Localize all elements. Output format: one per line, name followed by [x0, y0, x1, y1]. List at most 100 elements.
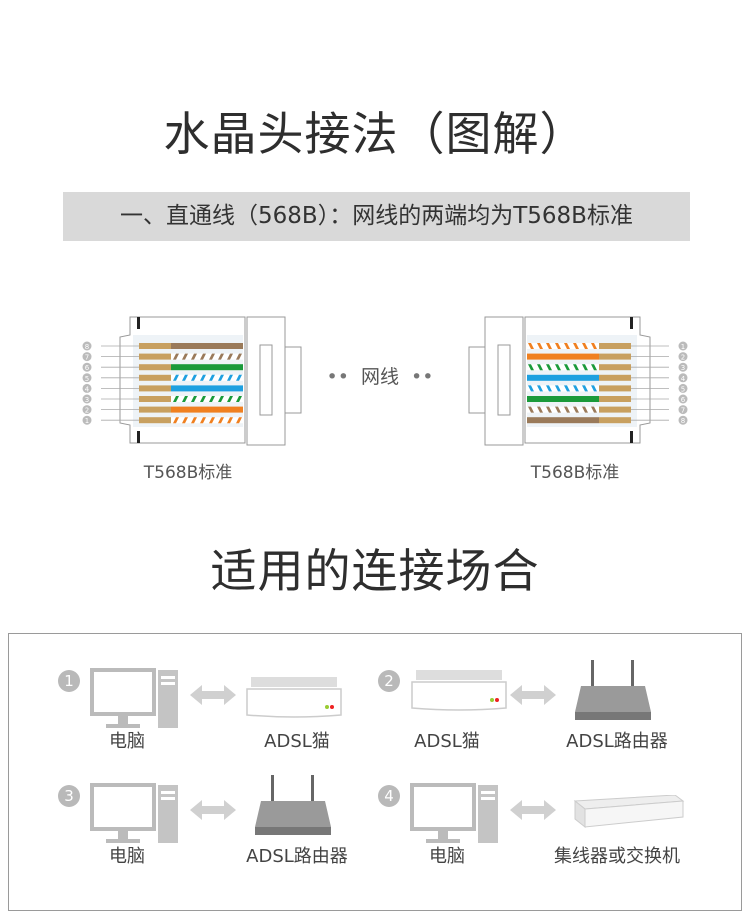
wire-stripe	[173, 353, 179, 360]
pin-number-badge	[678, 405, 688, 415]
wire-7	[527, 406, 599, 413]
wire-3	[527, 364, 599, 371]
wire-stripe	[564, 385, 570, 392]
wire-stripe	[236, 353, 242, 360]
wire-stripe	[182, 374, 188, 381]
device-label-right: 集线器或交换机	[554, 846, 680, 867]
wire-5	[171, 374, 243, 381]
page-title: 水晶头接法（图解）	[163, 107, 587, 161]
wire-stripe	[191, 374, 197, 381]
section-title: 适用的连接场合	[210, 544, 540, 598]
wire-stripe	[173, 374, 179, 381]
wire-8	[527, 417, 599, 424]
wire-4	[527, 374, 599, 381]
right-standard-caption: T568B标准	[530, 463, 620, 483]
pin-number: 1	[681, 343, 685, 351]
pin-number: 8	[681, 417, 685, 425]
wire-stripe	[546, 364, 552, 371]
pin-contact	[599, 343, 631, 349]
wire-stripe	[209, 396, 215, 402]
wire-stripe	[528, 406, 534, 413]
device-label-left: 电脑	[109, 731, 145, 752]
wire-4	[171, 385, 243, 392]
wire-stripe	[582, 364, 588, 371]
pin-number: 3	[681, 364, 685, 372]
pin-contact	[599, 353, 631, 360]
wire-stripe	[200, 374, 206, 381]
pin-contact	[139, 417, 171, 424]
pin-number-badge	[678, 415, 688, 425]
wire-stripe	[191, 417, 197, 424]
router-icon	[255, 775, 331, 835]
wire-stripe	[537, 406, 543, 413]
scenario-number: 2	[378, 670, 400, 692]
pin-contact	[599, 374, 631, 381]
wire-stripe	[200, 396, 206, 402]
device-label-left: 电脑	[429, 846, 465, 867]
pin-number-badge	[678, 352, 688, 362]
wire-stripe	[182, 417, 188, 424]
wire-stripe	[182, 396, 188, 402]
pin-number: 7	[681, 407, 685, 415]
wire-stripe	[546, 385, 552, 392]
pin-contact	[599, 417, 631, 424]
pin-number-badge	[82, 394, 92, 404]
pin-number: 5	[681, 385, 685, 393]
wire-stripe	[555, 343, 561, 349]
wire-stripe	[546, 343, 552, 349]
router-icon	[575, 660, 651, 720]
wire-stripe	[573, 343, 579, 349]
wire-stripe	[227, 396, 233, 402]
pin-contact	[139, 364, 171, 371]
wire-stripe	[209, 353, 215, 360]
pin-contact	[599, 385, 631, 392]
wire-stripe	[537, 385, 543, 392]
wire-stripe	[582, 385, 588, 392]
wire-stripe	[573, 406, 579, 413]
wire-stripe	[564, 343, 570, 349]
wire-stripe	[582, 343, 588, 349]
wire-stripe	[209, 417, 215, 424]
pin-number-badge	[82, 362, 92, 372]
dots-right: ••	[411, 366, 434, 388]
dots-left: ••	[326, 366, 349, 388]
wire-stripe	[528, 364, 534, 371]
wire-3	[171, 396, 243, 402]
wire-stripe	[218, 396, 224, 402]
wire-stripe	[236, 374, 242, 381]
pin-contact	[139, 406, 171, 413]
left-standard-caption: T568B标准	[143, 463, 233, 483]
subtitle-bar: 一、直通线（568B）：网线的两端均为T568B标准	[63, 192, 690, 241]
bidirectional-arrow-icon	[190, 800, 236, 820]
scenario-number: 1	[58, 670, 80, 692]
device-label-left: ADSL猫	[414, 731, 480, 752]
wire-stripe	[537, 364, 543, 371]
wire-stripe	[555, 406, 561, 413]
wire-stripe	[173, 417, 179, 424]
wire-stripe	[546, 406, 552, 413]
pin-number: 3	[85, 396, 89, 404]
pin-number-badge	[678, 373, 688, 383]
wire-stripe	[236, 417, 242, 424]
pin-number: 6	[681, 396, 686, 404]
pin-number: 1	[85, 417, 89, 425]
pin-contact	[599, 364, 631, 371]
device-label-right: ADSL路由器	[246, 846, 348, 867]
device-label-right: ADSL路由器	[566, 731, 668, 752]
pin-number-badge	[82, 341, 92, 351]
pin-number: 6	[85, 364, 90, 372]
wire-stripe	[182, 353, 188, 360]
wire-stripe	[582, 406, 588, 413]
pin-number: 4	[85, 385, 90, 393]
wire-2	[171, 406, 243, 413]
bidirectional-arrow-icon	[190, 685, 236, 705]
pin-contact	[139, 353, 171, 360]
wire-6	[527, 396, 599, 402]
wire-stripe	[236, 396, 242, 402]
pin-number-badge	[678, 362, 688, 372]
wire-stripe	[555, 385, 561, 392]
wire-stripe	[591, 385, 597, 392]
pin-number-badge	[82, 405, 92, 415]
wire-stripe	[537, 343, 543, 349]
cable-label-text: 网线	[360, 366, 399, 388]
